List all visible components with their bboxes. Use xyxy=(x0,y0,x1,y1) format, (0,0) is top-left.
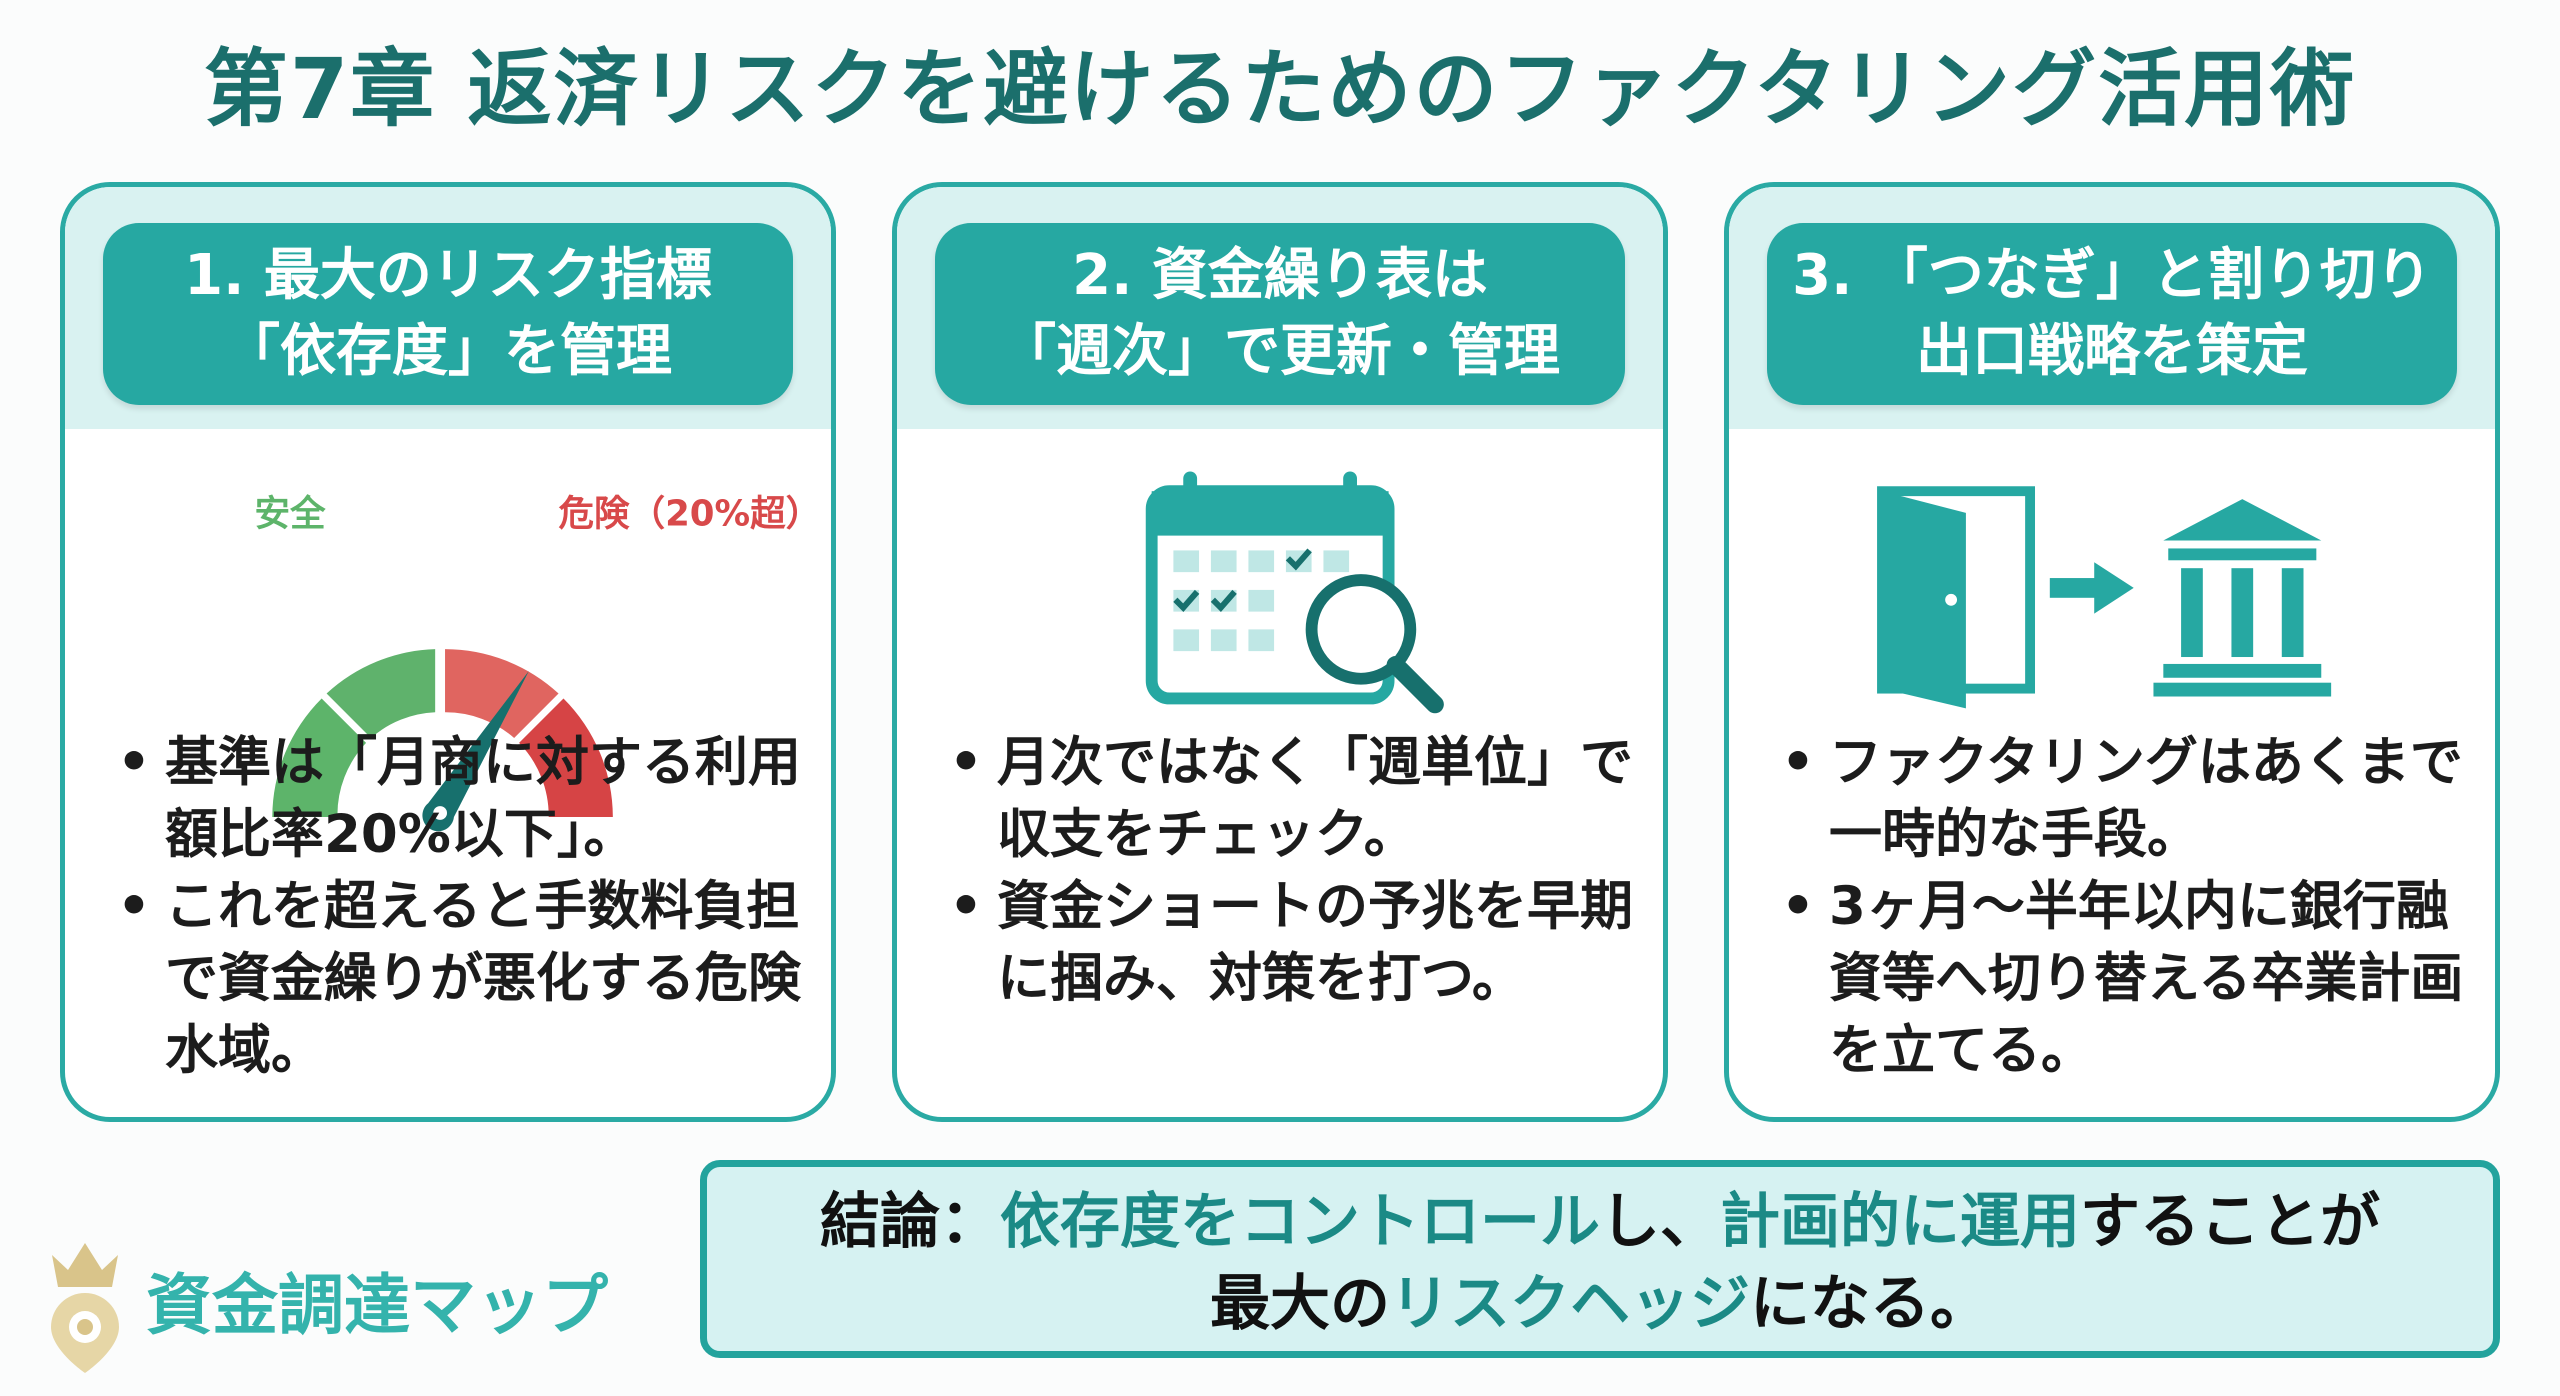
conclusion-text: し、 xyxy=(1600,1187,1720,1257)
bullet-item: 月次ではなく「週単位」で収支をチェック。 xyxy=(945,727,1633,871)
conclusion-text: になる。 xyxy=(1750,1269,1990,1339)
door-to-bank-icon xyxy=(1877,486,2332,709)
conclusion-line-1: 結論：依存度をコントロールし、計画的に運用することが xyxy=(707,1181,2493,1263)
conclusion-highlight: 計画的に運用 xyxy=(1720,1187,2080,1257)
page-title: 第7章 返済リスクを避けるためのファクタリング活用術 xyxy=(203,40,2357,138)
heading-line: 出口戦略を策定 xyxy=(1916,319,2308,384)
bullet-list: 月次ではなく「週単位」で収支をチェック。 資金ショートの予兆を早期に掴み、対策を… xyxy=(945,727,1633,1015)
bullet-item: 資金ショートの予兆を早期に掴み、対策を打つ。 xyxy=(945,871,1633,1015)
brand-logo: 資金調達マップ xyxy=(40,1225,608,1375)
conclusion-line-2: 最大のリスクヘッジになる。 xyxy=(707,1263,2493,1345)
bullet-item: 3ヶ月〜半年以内に銀行融資等へ切り替える卒業計画を立てる。 xyxy=(1777,871,2465,1087)
conclusion-text: 結論： xyxy=(820,1187,1000,1257)
conclusion-highlight: 依存度をコントロール xyxy=(1000,1187,1600,1257)
conclusion-text: 最大の xyxy=(1210,1269,1390,1339)
calendar-search-icon xyxy=(1145,471,1444,714)
conclusion-highlight: リスクヘッジ xyxy=(1390,1269,1750,1339)
bullet-item: これを超えると手数料負担で資金繰りが悪化する危険水域。 xyxy=(113,871,801,1087)
bullet-item: 基準は「月商に対する利用額比率20%以下」。 xyxy=(113,727,801,871)
bullet-item: ファクタリングはあくまで一時的な手段。 xyxy=(1777,727,2465,871)
card-cashflow: 2. 資金繰り表は「週次」で更新・管理 月次ではなく「週単位」で収支をチェック。… xyxy=(892,182,1668,1122)
bullet-list: 基準は「月商に対する利用額比率20%以下」。 これを超えると手数料負担で資金繰り… xyxy=(113,727,801,1087)
card-heading: 2. 資金繰り表は「週次」で更新・管理 xyxy=(935,223,1625,405)
safe-label: 安全 xyxy=(255,494,327,535)
danger-label: 危険（20%超） xyxy=(559,494,822,535)
card-heading: 1. 最大のリスク指標「依存度」を管理 xyxy=(103,223,793,405)
heading-line: 「週次」で更新・管理 xyxy=(1000,319,1560,384)
logo-text: 資金調達マップ xyxy=(146,1267,608,1344)
card-heading: 3. 「つなぎ」と割り切り出口戦略を策定 xyxy=(1767,223,2457,405)
conclusion-box: 結論：依存度をコントロールし、計画的に運用することが 最大のリスクヘッジになる。 xyxy=(700,1160,2500,1358)
heading-line: 3. 「つなぎ」と割り切り xyxy=(1792,243,2432,308)
card-dependency: 1. 最大のリスク指標「依存度」を管理 安全 危険（20%超） 基準は「月商に対… xyxy=(60,182,836,1122)
crown-pin-icon xyxy=(51,1243,119,1373)
bullet-list: ファクタリングはあくまで一時的な手段。 3ヶ月〜半年以内に銀行融資等へ切り替える… xyxy=(1777,727,2465,1087)
heading-line: 1. 最大のリスク指標 xyxy=(184,243,712,308)
heading-line: 2. 資金繰り表は xyxy=(1072,243,1488,308)
heading-line: 「依存度」を管理 xyxy=(224,319,672,384)
conclusion-text: することが xyxy=(2080,1187,2380,1257)
